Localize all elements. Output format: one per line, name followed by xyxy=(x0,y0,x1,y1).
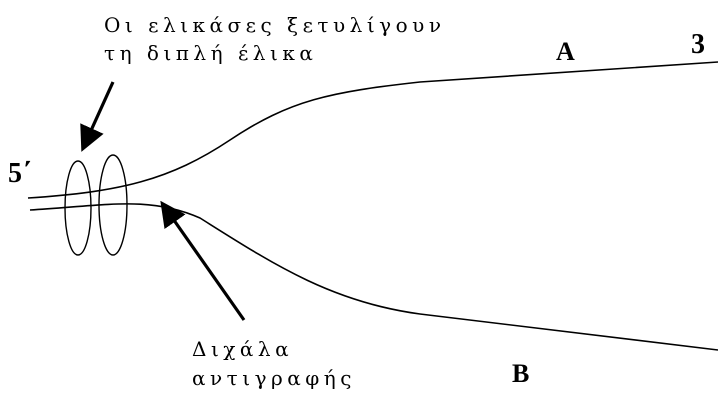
helicase-arrow xyxy=(80,81,115,152)
strand-a xyxy=(27,61,718,199)
strand-b-label: B xyxy=(512,359,529,388)
strand-b xyxy=(29,203,718,351)
end-5-label: 5΄ xyxy=(8,158,31,189)
strand-a-label: A xyxy=(556,37,575,66)
helicase-label-line2: τη διπλή έλικα xyxy=(104,41,317,65)
helicase-ring-left xyxy=(64,160,92,256)
helicase-ring-right xyxy=(98,154,128,256)
end-3-label: 3 xyxy=(691,29,705,60)
fork-label-line2: αντιγραφής xyxy=(192,366,356,390)
fork-label-line1: Διχάλα xyxy=(192,337,293,361)
helicase-label-line1: Οι ελικάσες ξετυλίγουν xyxy=(104,13,445,37)
fork-arrow xyxy=(160,200,246,321)
